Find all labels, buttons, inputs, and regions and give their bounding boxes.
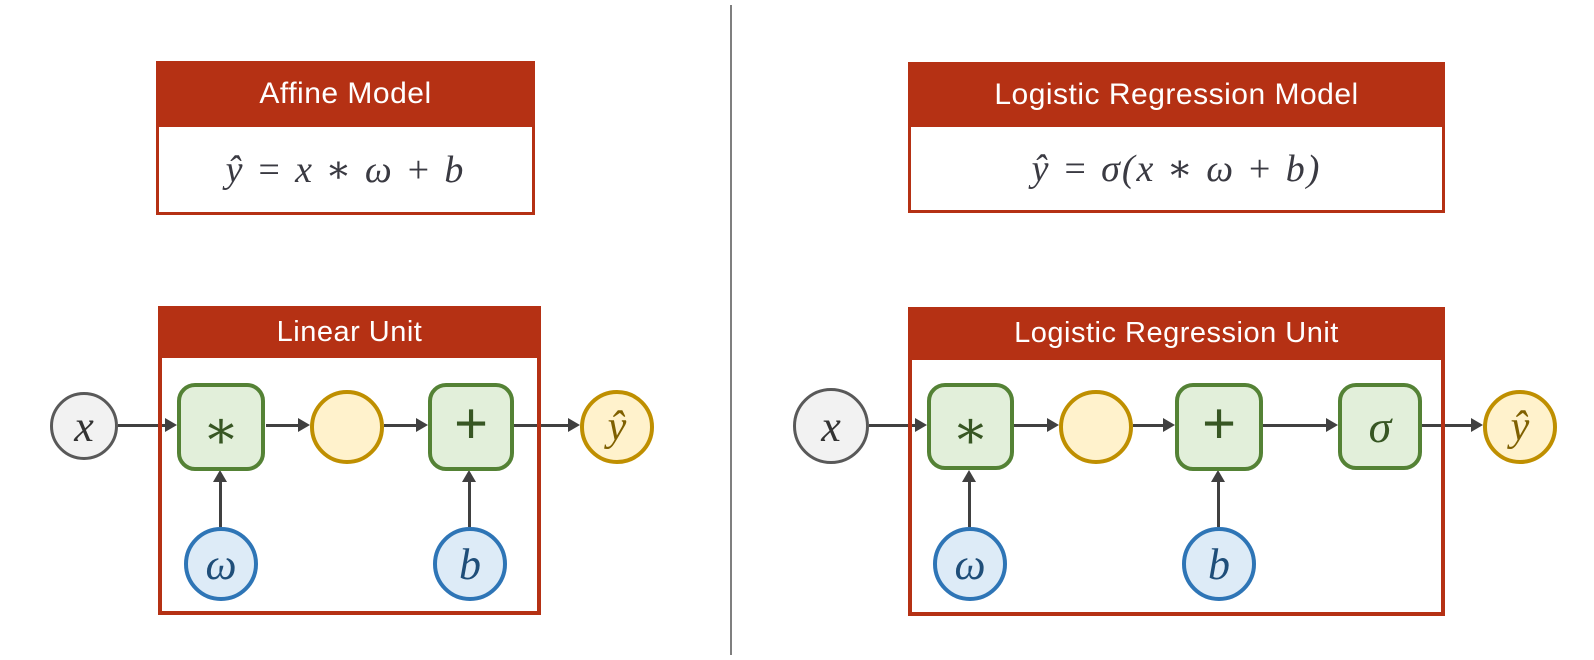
input-node-x: x [50, 392, 118, 460]
arrow-multiply-to-sum-right [1014, 418, 1059, 432]
multiply-node: ∗ [177, 383, 265, 471]
arrow-x-to-multiply [118, 418, 177, 432]
weight-node-omega: ω [184, 527, 258, 601]
arrow-sigma-to-output [1422, 418, 1483, 432]
bias-node-b: b [433, 527, 507, 601]
sigma-node: σ [1338, 383, 1422, 470]
affine-model-box: Affine Model ŷ = x ∗ ω + b [156, 61, 535, 215]
affine-model-title: Affine Model [156, 61, 535, 127]
arrow-sum-to-add-right [1133, 418, 1175, 432]
intermediate-node-right [1059, 390, 1133, 464]
arrow-add-to-sigma [1263, 418, 1338, 432]
input-node-x-right: x [793, 388, 869, 464]
bias-node-b-right: b [1182, 527, 1256, 601]
intermediate-node [310, 390, 384, 464]
logistic-unit-title: Logistic Regression Unit [908, 307, 1445, 360]
weight-node-omega-right: ω [933, 527, 1007, 601]
logistic-model-formula: ŷ = σ(x ∗ ω + b) [1031, 148, 1322, 190]
logistic-unit-box: Logistic Regression Unit [908, 307, 1445, 616]
output-node-yhat: ŷ [580, 390, 654, 464]
logistic-model-box: Logistic Regression Model ŷ = σ(x ∗ ω + … [908, 62, 1445, 213]
logistic-model-title: Logistic Regression Model [908, 62, 1445, 127]
linear-unit-box: Linear Unit [158, 306, 541, 615]
affine-model-formula: ŷ = x ∗ ω + b [225, 149, 466, 191]
arrow-multiply-to-sum [266, 418, 310, 432]
linear-unit-title: Linear Unit [158, 306, 541, 358]
arrow-weight-to-multiply [213, 470, 227, 527]
arrow-bias-to-add-right [1211, 470, 1225, 527]
output-node-yhat-right: ŷ [1483, 390, 1557, 464]
arrow-sum-to-add [384, 418, 428, 432]
multiply-node-right: ∗ [927, 383, 1014, 470]
arrow-bias-to-add [462, 470, 476, 527]
vertical-divider [730, 5, 732, 655]
arrow-weight-to-multiply-right [962, 470, 976, 527]
arrow-add-to-output [514, 418, 580, 432]
add-node: + [428, 383, 514, 471]
arrow-x-to-multiply-right [869, 418, 927, 432]
add-node-right: + [1175, 383, 1263, 471]
